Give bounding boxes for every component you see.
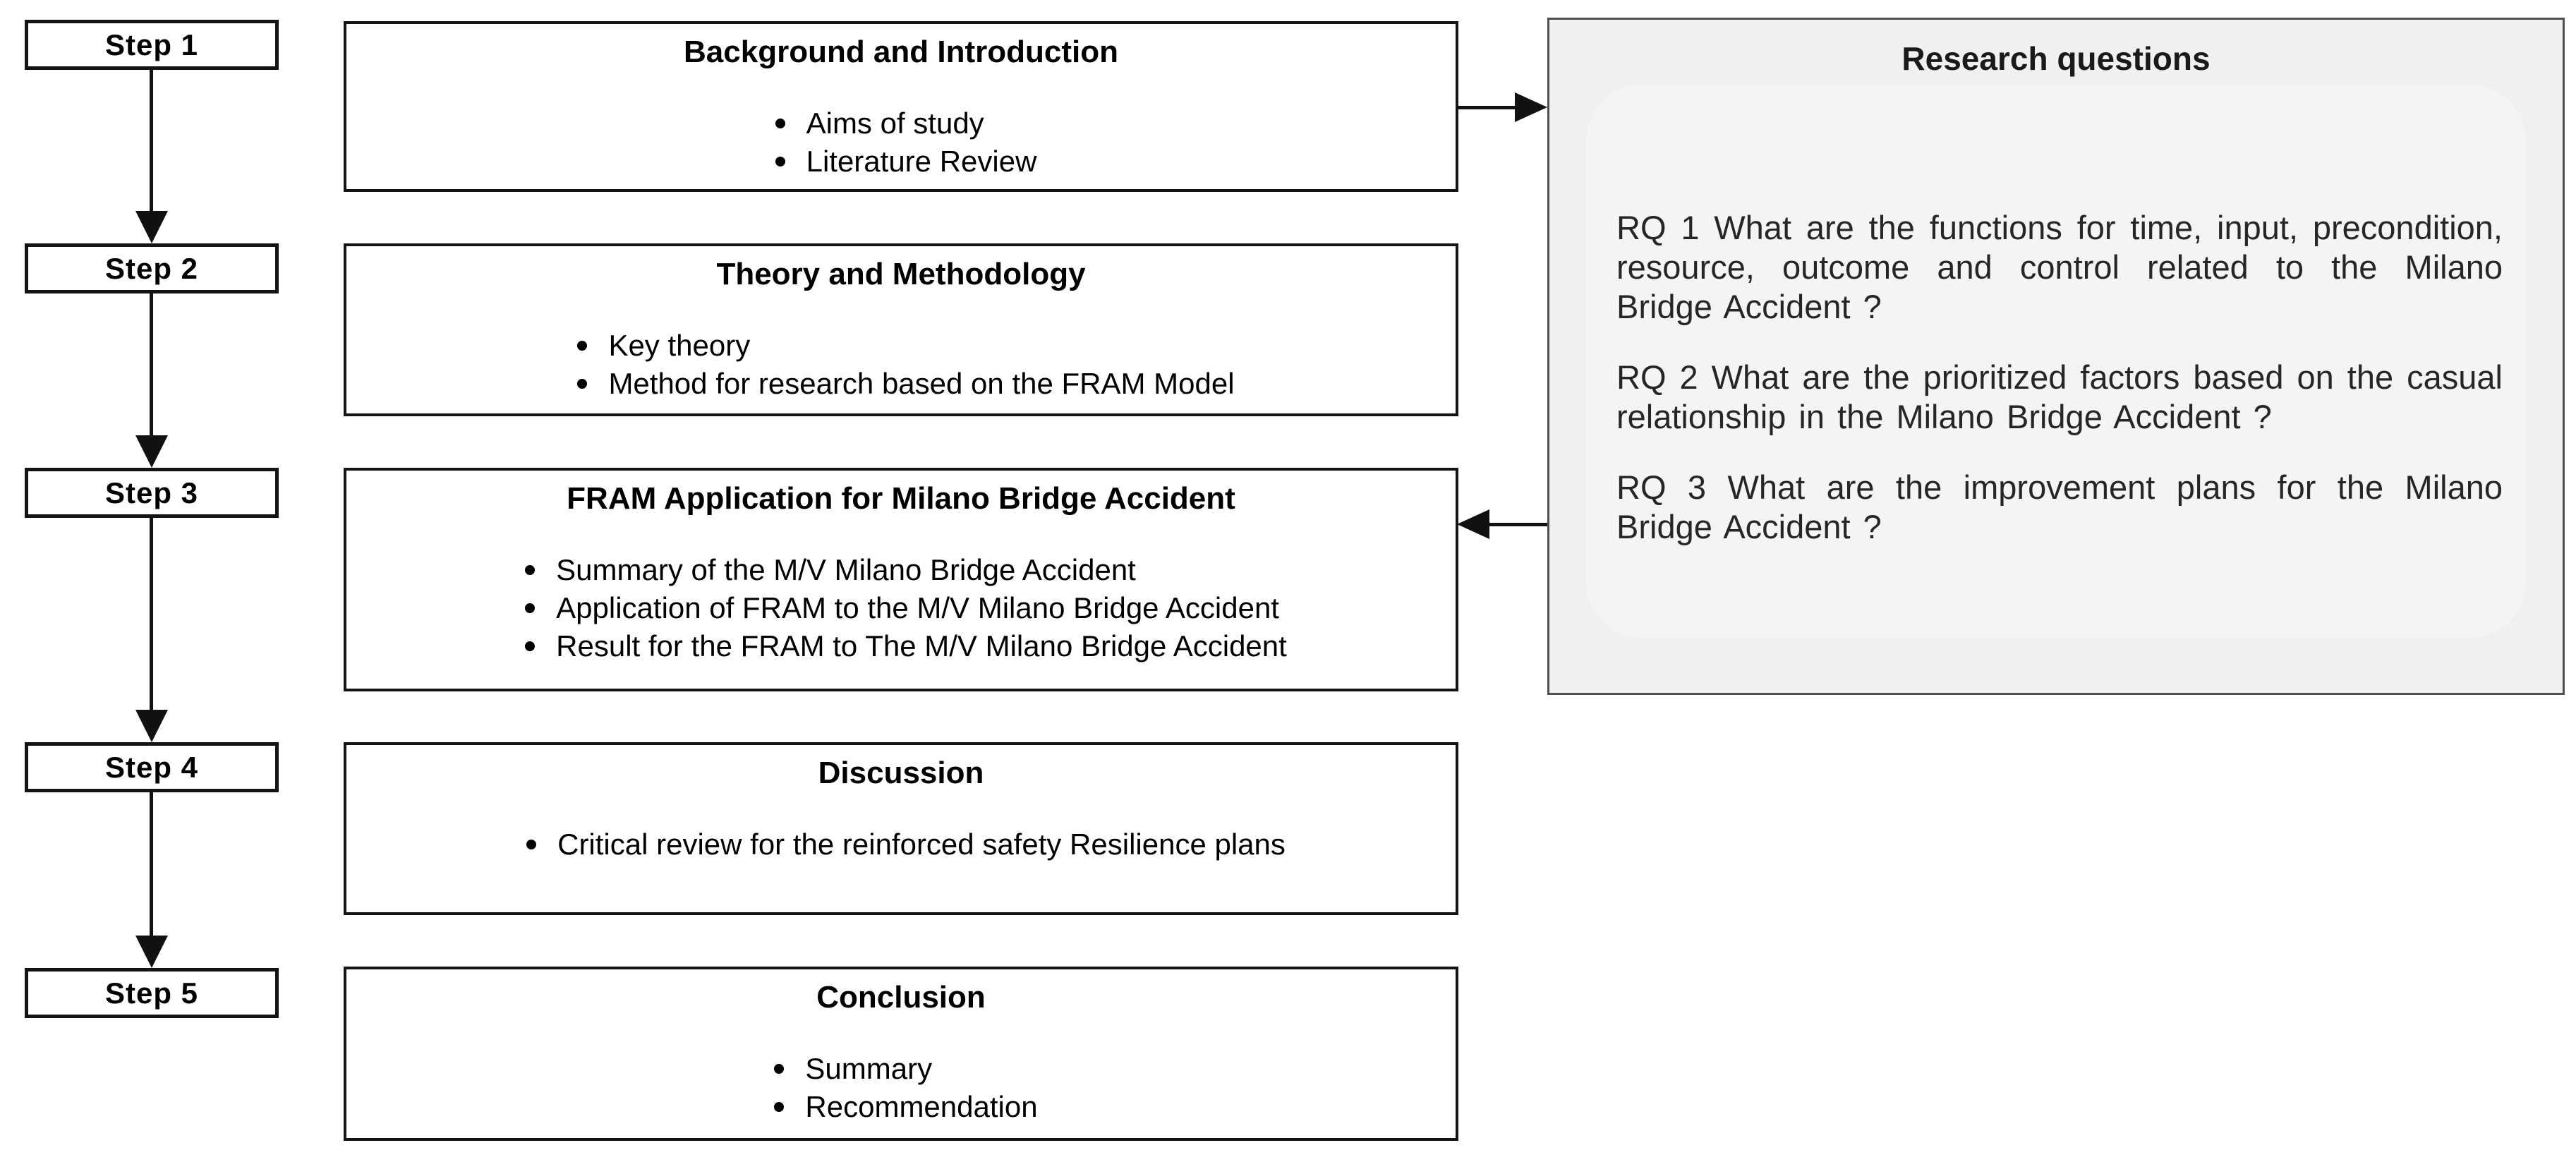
bullet-item: Method for research based on the FRAM Mo… (567, 365, 1235, 403)
arrowhead-left-icon (1457, 509, 1489, 539)
step-5-box: Step 5 (25, 968, 279, 1018)
discussion-box: Discussion Critical review for the reinf… (344, 742, 1458, 915)
bullet-list: Aims of study Literature Review (766, 104, 1037, 181)
step-1-label: Step 1 (104, 28, 199, 61)
bullet-item: Key theory (567, 327, 1234, 365)
arrow-shaft (1457, 106, 1518, 109)
arrowhead-down-icon (135, 211, 168, 243)
bullet-item: Recommendation (764, 1088, 1038, 1126)
step-3-box: Step 3 (25, 468, 279, 518)
box-title: Background and Introduction (684, 35, 1118, 69)
rq-title: Research questions (1901, 40, 2211, 77)
conclusion-box: Conclusion Summary Recommendation (344, 967, 1458, 1141)
box-title: Theory and Methodology (716, 257, 1086, 291)
step-2-box: Step 2 (25, 243, 279, 293)
rq-body: RQ 1 What are the functions for time, in… (1616, 208, 2503, 547)
step-2-label: Step 2 (104, 251, 199, 285)
fram-application-box: FRAM Application for Milano Bridge Accid… (344, 468, 1458, 691)
arrowhead-down-icon (135, 936, 168, 968)
bullet-item: Summary of the M/V Milano Bridge Acciden… (515, 551, 1287, 589)
bullet-list: Critical review for the reinforced safet… (516, 825, 1286, 864)
arrow-shaft (150, 792, 153, 937)
step-4-label: Step 4 (104, 750, 199, 784)
bullet-item: Result for the FRAM to The M/V Milano Br… (515, 627, 1287, 665)
research-questions-box: Research questions RQ 1 What are the fun… (1547, 18, 2565, 695)
bullet-item: Application of FRAM to the M/V Milano Br… (515, 589, 1287, 627)
bullet-item: Literature Review (766, 143, 1036, 181)
step-1-box: Step 1 (25, 20, 279, 70)
bullet-item: Summary (764, 1050, 1037, 1088)
rq-item-2: RQ 2 What are the prioritized factors ba… (1616, 358, 2503, 435)
bullet-list: Summary of the M/V Milano Bridge Acciden… (515, 551, 1287, 665)
step-5-label: Step 5 (104, 976, 199, 1010)
step-3-label: Step 3 (104, 476, 199, 509)
box-title: Discussion (818, 756, 984, 790)
arrow-shaft (150, 293, 153, 437)
box-title: Conclusion (816, 980, 986, 1015)
arrowhead-down-icon (135, 435, 168, 468)
step-4-box: Step 4 (25, 742, 279, 792)
rq-inner-panel (1586, 85, 2526, 638)
bullet-item: Critical review for the reinforced safet… (516, 825, 1286, 864)
theory-methodology-box: Theory and Methodology Key theory Method… (344, 243, 1458, 416)
bullet-item: Aims of study (766, 104, 1037, 143)
bullet-list: Summary Recommendation (764, 1050, 1038, 1126)
arrowhead-down-icon (135, 710, 168, 742)
arrowhead-right-icon (1515, 92, 1547, 122)
background-introduction-box: Background and Introduction Aims of stud… (344, 21, 1458, 192)
bullet-list: Key theory Method for research based on … (567, 327, 1235, 403)
box-title: FRAM Application for Milano Bridge Accid… (567, 481, 1235, 516)
rq-item-3: RQ 3 What are the improvement plans for … (1616, 468, 2503, 545)
arrow-shaft (1487, 523, 1547, 526)
arrow-shaft (150, 518, 153, 711)
arrow-shaft (150, 70, 153, 212)
rq-item-1: RQ 1 What are the functions for time, in… (1616, 209, 2503, 325)
